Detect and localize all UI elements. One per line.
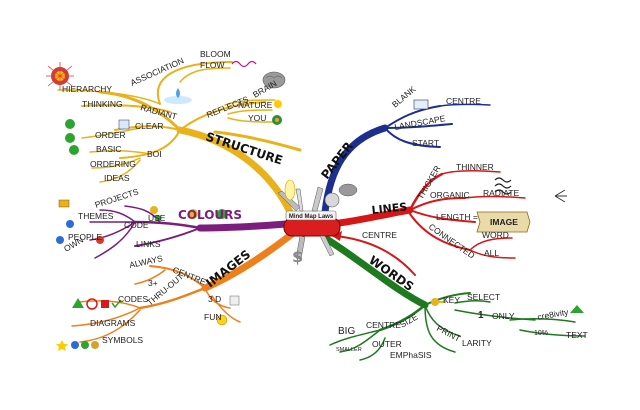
branch-words xyxy=(321,234,586,361)
label-basic: BASIC xyxy=(96,144,122,154)
branch-colours xyxy=(89,205,290,259)
label-radiate: RADIATE xyxy=(483,188,520,198)
label-ordering: ORDERING xyxy=(90,159,136,169)
label-association: ASSOCIATION xyxy=(129,55,186,88)
label-larity: LARITY xyxy=(462,338,492,348)
paper-sheet-icon xyxy=(413,99,429,110)
label-select: SELECT xyxy=(467,292,500,302)
title-colours: COLOURS xyxy=(178,208,242,222)
label-you: YOU xyxy=(248,113,266,123)
brain-icon-2 xyxy=(338,183,358,197)
label-three-d: 3 D xyxy=(208,294,221,304)
squiggle-lines-icon xyxy=(494,177,512,195)
label-word: WORD xyxy=(482,230,509,240)
label-blank: BLANK xyxy=(390,84,418,110)
branch-lines xyxy=(326,169,526,276)
three-d-cube-icon xyxy=(229,295,240,306)
image-scroll-icon xyxy=(476,211,531,233)
label-print: PRINT xyxy=(435,323,462,344)
brain-icon xyxy=(262,71,286,89)
label-hierarchy: HIERARCHY xyxy=(62,84,112,94)
label-outer: OUTER xyxy=(372,339,402,349)
label-clear: CLEAR xyxy=(135,121,163,131)
label-flow: FLOW xyxy=(200,60,225,70)
up-arrow-icon xyxy=(570,305,584,313)
label-bloom: BLOOM xyxy=(200,49,231,59)
title-lines: LINES xyxy=(371,200,408,217)
label-themes: THEMES xyxy=(78,211,114,221)
label-length: LENGTH = xyxy=(436,212,478,222)
label-organic: ORGANIC xyxy=(430,190,470,200)
flow-squiggle-icon xyxy=(231,60,257,68)
label-use: USE xyxy=(148,213,166,223)
arrow-icon xyxy=(332,231,342,241)
label-own: OWN xyxy=(62,235,85,254)
label-smaller: SMALLER xyxy=(336,347,362,353)
label-text: TEXT xyxy=(566,330,588,340)
label-projects: PROJECTS xyxy=(94,186,141,210)
center-image: Mind Map Laws xyxy=(277,179,341,260)
order-icons xyxy=(65,119,79,155)
label-landscape: LANDSCAPE xyxy=(394,113,447,132)
label-size: SIZE xyxy=(398,311,420,329)
label-only: ONLY xyxy=(492,311,515,321)
label-thinner: THINNER xyxy=(456,162,494,172)
label-boi: BOI xyxy=(147,149,162,159)
projects-icons xyxy=(56,199,104,244)
lightbulb-icon xyxy=(284,179,296,201)
sun-burst-icon xyxy=(46,62,74,90)
label-fun: FUN xyxy=(204,312,221,322)
label-links: LINKS xyxy=(136,239,161,249)
label-emphasis: EMPhaSIS xyxy=(390,350,432,360)
colours-title-swatches xyxy=(188,209,227,219)
label-ideas: IDEAS xyxy=(104,173,130,183)
smiley-icon xyxy=(216,314,228,326)
globe-icon xyxy=(272,115,282,125)
label-code: CODE xyxy=(124,220,149,230)
label-start: START xyxy=(412,138,439,148)
dollar-sign-icon: $ xyxy=(292,247,303,266)
center-label: Mind Map Laws xyxy=(289,214,334,220)
label-radiant: RADIANT xyxy=(139,102,178,121)
branch-images xyxy=(71,230,296,343)
branch-structure xyxy=(57,61,302,216)
colour-palette-icon xyxy=(150,206,161,221)
symbols-shapes-icons xyxy=(56,298,122,351)
label-key: KEY xyxy=(443,295,460,305)
label-connected: CONNECTED xyxy=(427,221,477,260)
label-lines-centre: CENTRE xyxy=(362,230,397,240)
label-diagrams: DIAGRAMS xyxy=(90,318,136,328)
radiate-lines-icon xyxy=(554,189,567,203)
label-one: 1 xyxy=(478,310,484,321)
label-words-centre: CENTRE xyxy=(366,320,401,330)
label-paper-centre: CENTRE xyxy=(446,96,481,106)
water-drop-icon xyxy=(164,88,192,104)
label-codes: CODES xyxy=(118,294,149,304)
cursor-icon xyxy=(118,119,130,130)
label-order: ORDER xyxy=(95,130,126,140)
svg-text:$: $ xyxy=(292,247,303,266)
label-big: BIG xyxy=(338,326,355,337)
label-ten-percent: 10% xyxy=(534,330,548,337)
label-thinking: THINKING xyxy=(82,99,123,109)
label-three-plus: 3+ xyxy=(148,278,158,288)
key-icon xyxy=(431,298,446,306)
sun-icon xyxy=(274,100,282,108)
label-all: ALL xyxy=(484,248,499,258)
label-nature: NATURE xyxy=(238,100,273,110)
label-people: PEOPLE xyxy=(68,232,102,242)
label-image: IMAGE xyxy=(490,217,518,227)
label-symbols: SYMBOLS xyxy=(102,335,143,345)
